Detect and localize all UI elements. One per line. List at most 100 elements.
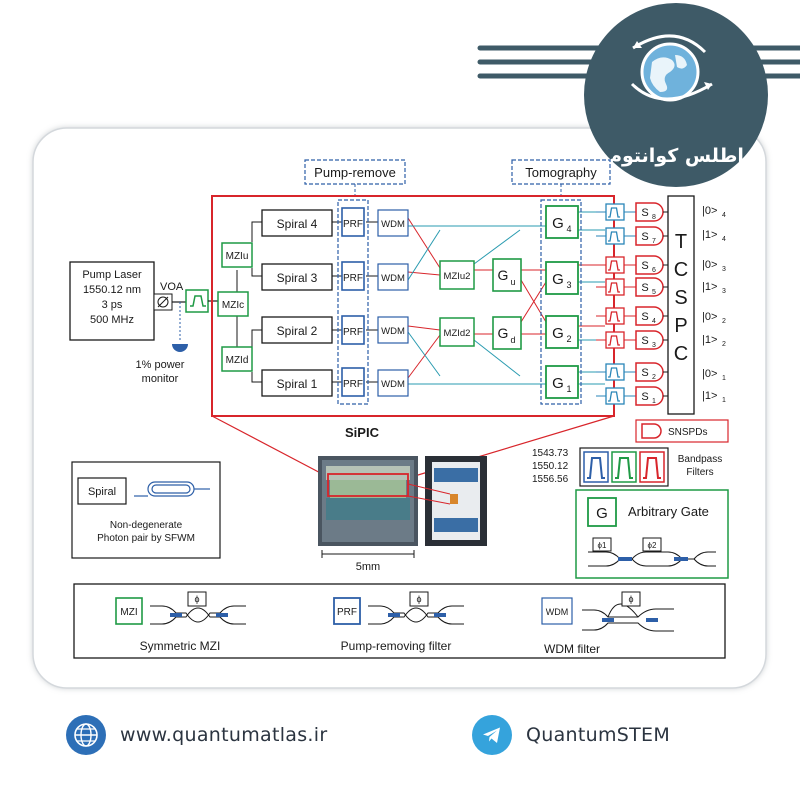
wdm-legend-symbol: WDM — [546, 607, 569, 617]
snspd-legend-label: SNSPDs — [668, 427, 707, 438]
wdm-1 — [377, 369, 409, 397]
pump-laser-line-4: 500 MHz — [90, 314, 134, 326]
prf-filters: PRF PRF PRF PRF — [341, 207, 365, 397]
sipic-frame — [211, 195, 615, 417]
arbitrary-gate-label: Arbitrary Gate — [628, 504, 709, 519]
mzi-d-box — [221, 346, 253, 372]
pump-laser-line-1: Pump Laser — [82, 269, 142, 281]
qubit-state-ket: |1> — [702, 281, 717, 293]
detector-label: S — [641, 367, 648, 379]
mzi-d-label: MZId — [226, 355, 249, 366]
gate-d-sub: d — [510, 335, 515, 345]
prf-legend-symbol: PRF — [337, 607, 357, 618]
gate-g4 — [545, 205, 579, 239]
spiral-2-box — [261, 316, 333, 344]
qubit-state-ket: |1> — [702, 334, 717, 346]
gate-g4-main: G — [552, 215, 564, 232]
bandpass-label-2: Filters — [686, 467, 713, 478]
detector-index: 7 — [652, 238, 656, 245]
mzi-d2-label: MZId2 — [444, 328, 471, 339]
gate-g3 — [545, 261, 579, 295]
spiral-4-label: Spiral 4 — [277, 217, 318, 231]
wavelength-2: 1550.12 — [532, 461, 569, 472]
phi-1-label: ϕ1 — [598, 541, 607, 550]
qubit-state-index: 4 — [722, 236, 726, 243]
brand-name: اطلس کوانتوم — [608, 145, 744, 167]
qubit-state-index: 3 — [722, 288, 726, 295]
snspd-detector — [635, 255, 664, 275]
mzi-legend-phi: ϕ — [194, 594, 199, 604]
qubit-state-ket: |0> — [702, 311, 717, 323]
detector-label: S — [641, 231, 648, 243]
spiral-2-label: Spiral 2 — [277, 324, 318, 338]
telegram-link[interactable]: QuantumSTEM — [472, 710, 670, 760]
gate-g3-sub: 3 — [566, 280, 571, 290]
spiral-1-label: Spiral 1 — [277, 377, 318, 391]
mzi-u2-label: MZIu2 — [444, 271, 471, 282]
prf-legend-phi: ϕ — [416, 594, 421, 604]
website-url: www.quantumatlas.ir — [120, 724, 328, 746]
mzi-c-box — [217, 291, 249, 317]
website-link[interactable]: www.quantumatlas.ir — [66, 710, 327, 760]
telegram-handle: QuantumSTEM — [526, 724, 671, 746]
gate-g4-sub: 4 — [566, 224, 571, 234]
qubit-state-index: 1 — [722, 397, 726, 404]
wdm-3 — [377, 263, 409, 291]
pump-remove-label: Pump-remove — [314, 165, 396, 180]
detector-index: 3 — [652, 342, 656, 349]
gate-u-sub: u — [510, 277, 515, 287]
prf-1 — [341, 367, 365, 397]
detector-index: 6 — [652, 267, 656, 274]
arbitrary-gate-symbol: G — [596, 505, 608, 522]
spiral-4-box — [261, 209, 333, 237]
gate-g1-main: G — [552, 375, 564, 392]
snspd-detector — [635, 386, 664, 406]
tcspc-letter-2: C — [674, 259, 688, 281]
wdm-legend-phi: ϕ — [628, 594, 633, 604]
prf-4 — [341, 207, 365, 237]
snspd-detector — [635, 226, 664, 246]
qubit-state-ket: |0> — [702, 259, 717, 271]
tcspc-box — [667, 195, 695, 415]
qubit-state-index: 2 — [722, 318, 726, 325]
prf-legend-desc: Pump-removing filter — [341, 639, 452, 653]
mzi-d2-box — [439, 317, 475, 347]
gate-u-main: G — [498, 267, 509, 283]
tcspc-letters: T C S P C — [674, 231, 688, 365]
detector-label: S — [641, 311, 648, 323]
snspd-icon — [641, 423, 662, 439]
mzi-u-box — [221, 242, 253, 268]
prf-4-label: PRF — [343, 219, 363, 230]
gate-g1 — [545, 365, 579, 399]
brand-badge: اطلس کوانتوم — [584, 3, 768, 187]
gate-g2-main: G — [552, 325, 564, 342]
spiral-legend-desc-2: Photon pair by SFWM — [97, 533, 195, 544]
qubit-state-index: 2 — [722, 341, 726, 348]
prf-legend-schematic — [368, 591, 464, 625]
gate-u-box — [492, 258, 522, 292]
wdm-legend-desc: WDM filter — [544, 642, 600, 656]
scale-label: 5mm — [356, 561, 380, 573]
tomography-group — [540, 199, 582, 405]
bandpass-legend-icons — [579, 447, 669, 487]
tomography-gates: G 4 G 3 G 2 G 1 — [545, 205, 579, 399]
prf-2-label: PRF — [343, 327, 363, 338]
gate-g2-sub: 2 — [566, 334, 571, 344]
wdm-3-label: WDM — [381, 273, 405, 284]
detector-index: 4 — [652, 318, 656, 325]
mzi-legend-desc: Symmetric MZI — [140, 639, 221, 653]
gate-d-box — [492, 316, 522, 350]
detector-index: 5 — [652, 289, 656, 296]
bandpass-label-1: Bandpass — [678, 454, 722, 465]
tcspc-letter-4: P — [674, 315, 687, 337]
gate-g3-main: G — [552, 271, 564, 288]
